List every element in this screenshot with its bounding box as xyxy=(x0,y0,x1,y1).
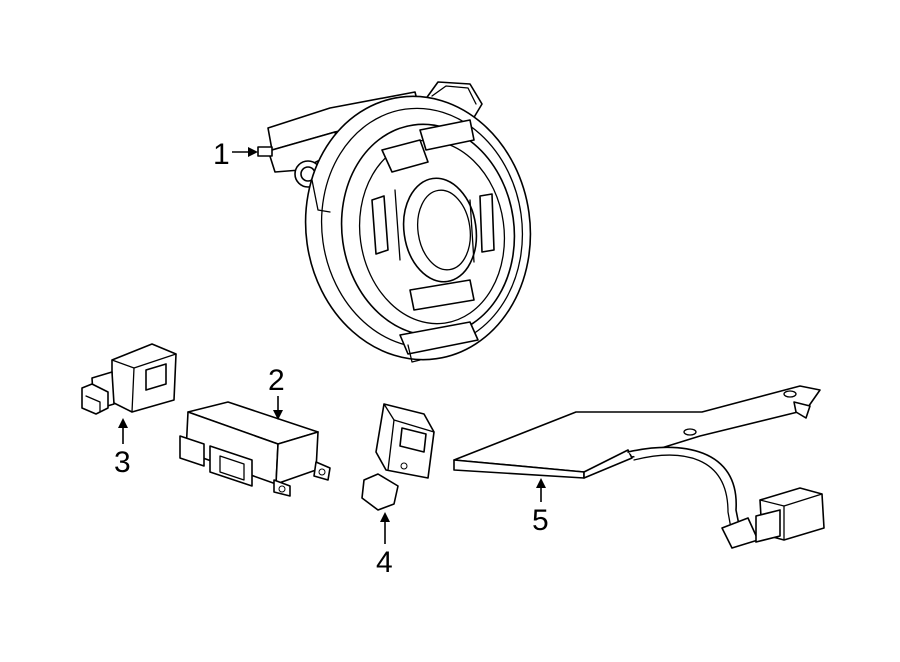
callout-label-4: 4 xyxy=(376,546,393,579)
part-4-sensor xyxy=(361,403,435,511)
callout-5: 5 xyxy=(532,478,549,537)
part-2-airbag-module xyxy=(179,401,331,497)
arrowhead-1 xyxy=(248,147,258,157)
callout-label-5: 5 xyxy=(532,504,549,537)
callout-label-3: 3 xyxy=(114,446,131,479)
callout-1: 1 xyxy=(213,138,258,171)
part-1-clockspring xyxy=(257,81,532,363)
arrowhead-2 xyxy=(273,410,283,420)
callout-label-2: 2 xyxy=(268,364,285,397)
arrowhead-4 xyxy=(380,512,390,522)
part-5-bracket-sensor xyxy=(453,385,825,549)
callout-label-1: 1 xyxy=(213,138,230,171)
part-3-impact-sensor xyxy=(81,343,177,415)
callout-4: 4 xyxy=(376,512,393,579)
arrowhead-5 xyxy=(536,478,546,488)
callout-3: 3 xyxy=(114,418,131,479)
arrowhead-3 xyxy=(118,418,128,428)
callout-2: 2 xyxy=(268,364,285,420)
